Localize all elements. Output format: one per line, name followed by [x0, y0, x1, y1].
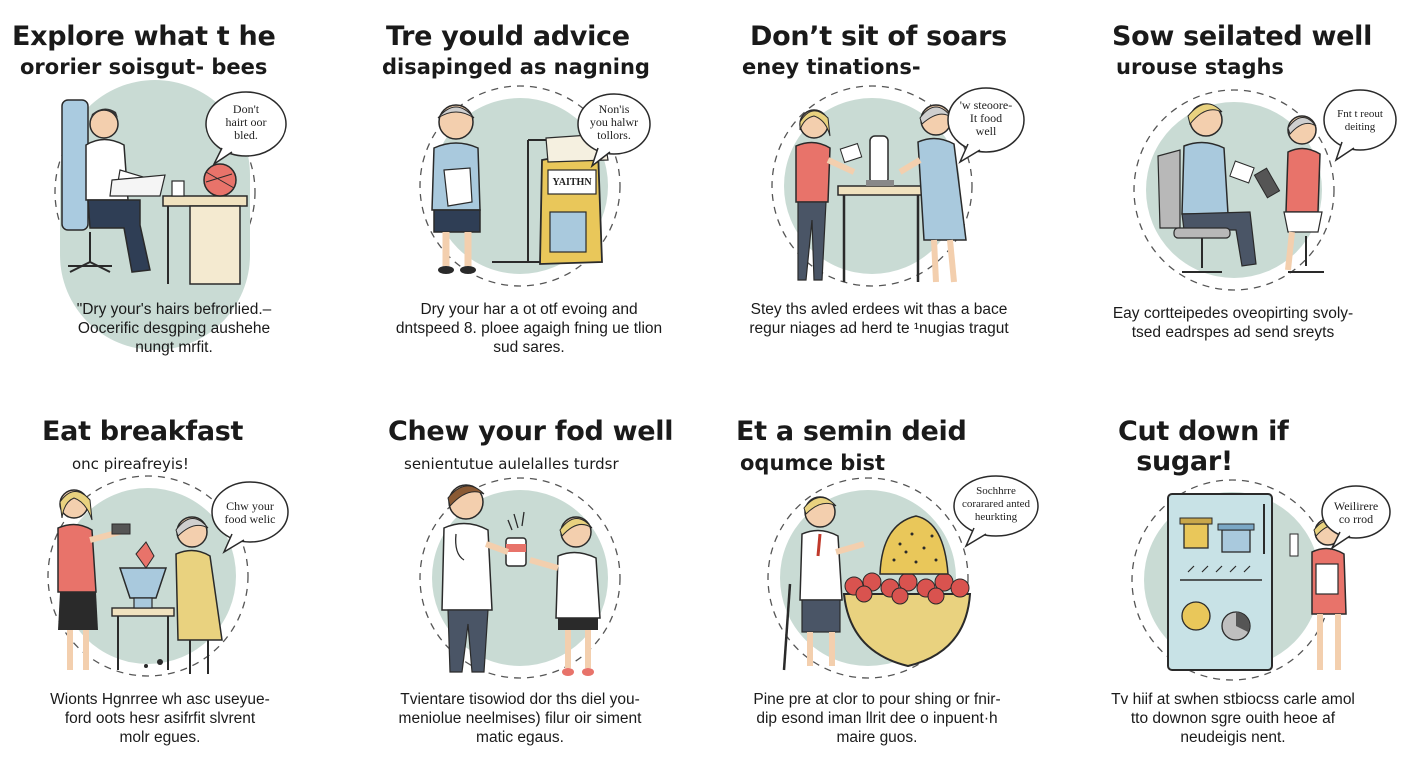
- illustration-office-worker: [54, 80, 287, 350]
- speech-bubble-text: Sochhrre corarared anted heurkting: [961, 485, 1031, 523]
- illustration-child-device: [419, 85, 651, 287]
- panel-title: Eat breakfast: [42, 416, 244, 447]
- panel-6: Chew your fod well senientutue aulelalle…: [352, 384, 704, 768]
- panel-subtitle: disapinged as nagning: [382, 55, 650, 79]
- panel-title: Sow seilated well: [1112, 21, 1373, 52]
- panel-8: Cut down if sugar! Weilirere co rrod Tv …: [1056, 384, 1408, 768]
- illustration-breakfast: [47, 475, 289, 677]
- illustration-doctor-child: [419, 477, 621, 679]
- speech-bubble-text: Non'is you halwr tollors.: [589, 102, 639, 142]
- panel-title: Explore what t he: [12, 21, 276, 52]
- illustration-seated-pair: [1133, 89, 1397, 291]
- panel-subtitle: eney tinations-: [742, 55, 921, 79]
- panel-title: Tre yould advice: [386, 21, 630, 52]
- panel-caption: Stey ths avled erdees wit thas a bace re…: [749, 301, 1009, 337]
- speech-bubble-text: Chw your food welic: [224, 499, 276, 526]
- panel-subtitle: onc pireafreyis!: [72, 455, 189, 473]
- panel-caption: Pine pre at clor to pour shing or fnir- …: [753, 691, 1001, 746]
- panel-4: Sow seilated well urouse staghs Fnt t re…: [1056, 0, 1408, 384]
- panel-caption: Eay cortteipedes oveopirting svoly- tsed…: [1112, 305, 1354, 341]
- illustration-two-at-table: [771, 85, 1025, 287]
- speech-bubble-text: Don't hairt oor bled.: [225, 102, 267, 142]
- panel-title: Don’t sit of soars: [750, 21, 1007, 52]
- machine-sign-text: YAITHN: [552, 177, 592, 188]
- panel-1: Explore what t he ororier soisgut- bees …: [0, 0, 352, 384]
- speech-bubble-text: Fnt t reout deiting: [1337, 108, 1383, 133]
- panel-subtitle: urouse staghs: [1116, 55, 1284, 79]
- panel-title: Cut down if sugar!: [1118, 416, 1289, 477]
- panel-2: Tre yould advice disapinged as nagning Y…: [352, 0, 704, 384]
- panel-caption: Dry your har a ot otf evoing and dntspee…: [395, 301, 663, 356]
- panel-caption: Tvientare tisowiod dor ths diel you- men…: [398, 691, 642, 746]
- illustration-food-bowl: [767, 475, 1039, 679]
- panel-caption: Tv hiif at swhen stbiocss carle amol tto…: [1111, 691, 1355, 746]
- panel-subtitle: senientutue aulelalles turdsr: [404, 455, 619, 473]
- speech-bubble-text: Weilirere co rrod: [1333, 499, 1379, 526]
- panel-5: Eat breakfast onc pireafreyis! Chw your …: [0, 384, 352, 768]
- panel-subtitle: oqumce bist: [740, 451, 886, 475]
- panel-title: Et a semin deid: [736, 416, 967, 447]
- panel-title: Chew your fod well: [388, 416, 674, 447]
- illustration-fridge: [1131, 479, 1391, 681]
- speech-bubble-text: 'w steoore- It food well: [959, 98, 1013, 138]
- panel-subtitle: ororier soisgut- bees: [20, 55, 268, 79]
- panel-caption: "Dry your's hairs befrorlied.– Oocerific…: [76, 301, 272, 356]
- panel-caption: Wionts Hgnrree wh asc useyue- ford oots …: [50, 691, 270, 746]
- panel-3: Don’t sit of soars eney tinations- 'w st…: [704, 0, 1056, 384]
- panel-7: Et a semin deid oqumce bist Soc: [704, 384, 1056, 768]
